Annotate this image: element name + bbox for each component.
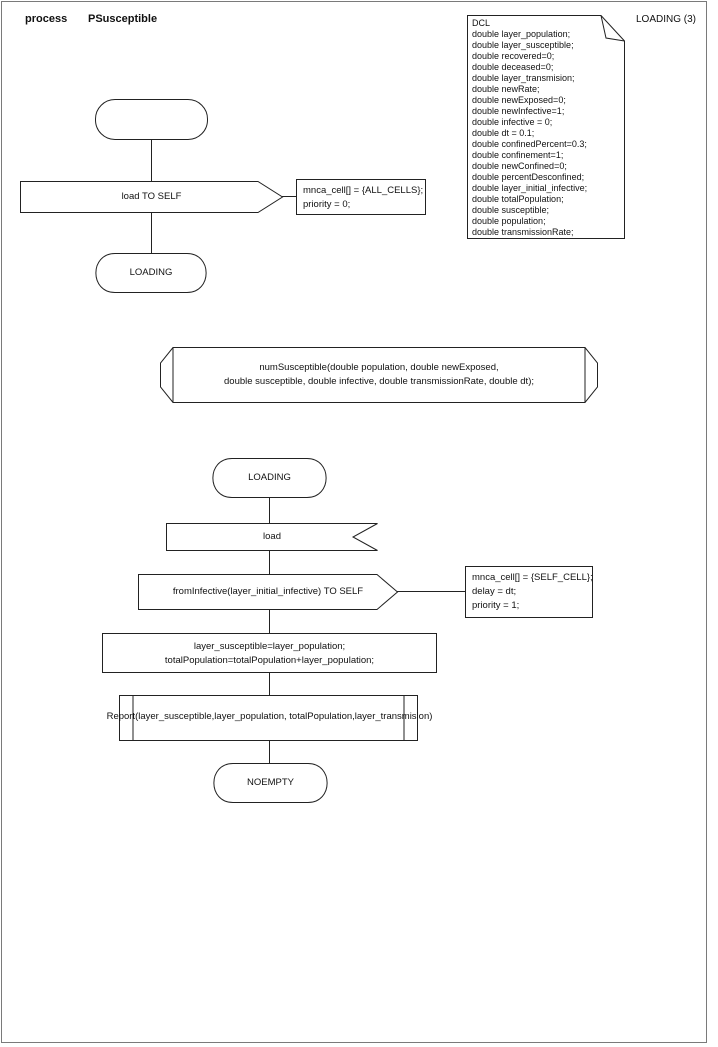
dcl-note-fold (600, 15, 625, 42)
task-assignments[interactable]: layer_susceptible=layer_population; tota… (102, 633, 437, 673)
output-load-to-self-label: load TO SELF (121, 191, 182, 202)
page-frame (1, 1, 707, 1043)
output-frominfective[interactable]: fromInfective(layer_initial_infective) T… (138, 574, 399, 610)
signal-output-shape (138, 574, 399, 610)
dcl-text: DCL double layer_population; double laye… (472, 18, 588, 237)
connector-start-to-output (151, 139, 152, 183)
comment-all-cells[interactable]: mnca_cell[] = {ALL_CELLS}; priority = 0; (296, 179, 426, 215)
signal-output-shape (20, 181, 284, 213)
procedure-call-report[interactable] (119, 695, 418, 741)
task-assignments-text: layer_susceptible=layer_population; tota… (164, 641, 375, 666)
procedure-side-bars (172, 347, 586, 403)
dcl-note-shape (467, 15, 625, 239)
connector-task-to-report (269, 672, 270, 696)
connector-output1-to-comment (282, 196, 297, 197)
connector-output2-to-comment (397, 591, 465, 592)
state-noempty[interactable]: NOEMPTY (213, 763, 328, 803)
start-symbol[interactable] (95, 99, 208, 140)
comment-all-cells-text: mnca_cell[] = {ALL_CELLS}; priority = 0; (303, 185, 424, 210)
state-loading-top-label: LOADING (129, 267, 173, 278)
page-corner-label: LOADING (3) (636, 14, 697, 25)
process-kind-label: process (25, 13, 68, 25)
procedure-call-report-text: Report(layer_susceptible,layer_populatio… (106, 710, 433, 722)
procedure-call-shape (119, 695, 418, 741)
connector-output1-to-state (151, 212, 152, 255)
state-loading-main[interactable]: LOADING (212, 458, 327, 498)
comment-self-cell-text: mnca_cell[] = {SELF_CELL}; delay = dt; p… (472, 572, 593, 611)
connector-input-to-output (269, 550, 270, 575)
state-noempty-label: NOEMPTY (247, 777, 294, 788)
signal-input-shape (166, 523, 378, 551)
dcl-text-symbol[interactable]: DCL double layer_population; double laye… (467, 15, 625, 239)
connector-output2-to-task (269, 609, 270, 634)
procedure-call-side-bars (132, 695, 405, 741)
connector-state-to-input (269, 497, 270, 524)
input-load[interactable]: load (166, 523, 378, 551)
connector-report-to-state (269, 740, 270, 764)
state-loading-top[interactable]: LOADING (95, 253, 207, 293)
output-load-to-self[interactable]: load TO SELF (20, 181, 284, 213)
state-loading-main-label: LOADING (248, 472, 291, 483)
state-shape (212, 458, 327, 498)
comment-self-cell[interactable]: mnca_cell[] = {SELF_CELL}; delay = dt; p… (465, 566, 593, 618)
state-shape (213, 763, 328, 803)
process-name-label: PSusceptible (88, 13, 158, 25)
state-shape (95, 253, 207, 293)
procedure-declaration-text: numSusceptible(double population, double… (224, 362, 534, 387)
input-load-label: load (263, 531, 281, 542)
procedure-declaration[interactable]: numSusceptible(double population, double… (160, 347, 598, 403)
output-frominfective-label: fromInfective(layer_initial_infective) T… (172, 586, 364, 597)
